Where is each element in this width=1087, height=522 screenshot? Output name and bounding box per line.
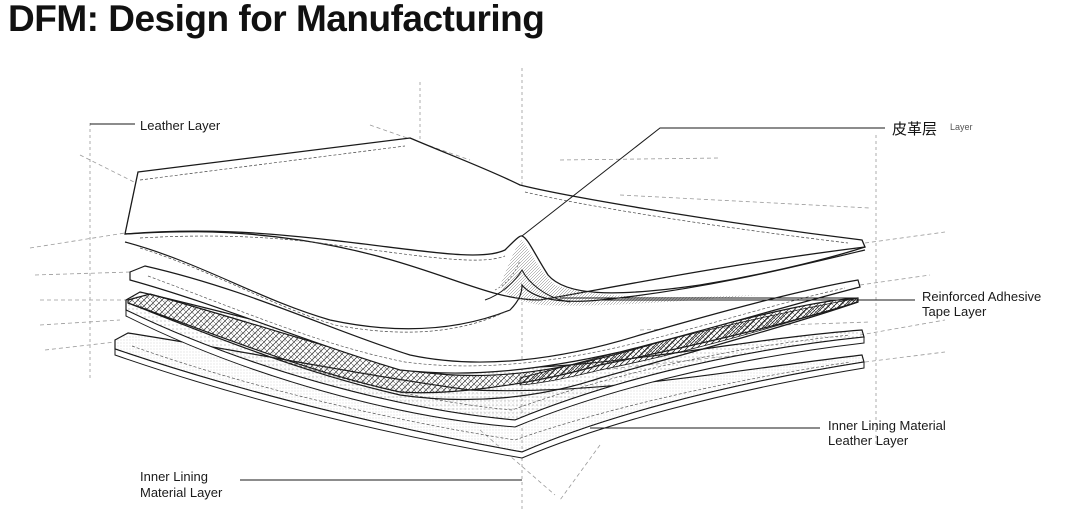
label-leather-layer: Leather Layer bbox=[140, 118, 221, 133]
label-reinforced-line1: Reinforced Adhesive bbox=[922, 289, 1041, 304]
leather-layer-sheet bbox=[124, 137, 866, 333]
label-cn-layer-suffix: Layer bbox=[950, 122, 973, 132]
label-inner-lining-line2: Material Layer bbox=[140, 485, 223, 500]
label-cn-leather-layer: 皮革层 bbox=[892, 120, 937, 138]
label-inner-lining-leather-line1: Inner Lining Material bbox=[828, 418, 946, 433]
leader-lines bbox=[90, 123, 915, 481]
page-title: DFM: Design for Manufacturing bbox=[8, 0, 545, 39]
thin-layer bbox=[129, 265, 861, 374]
reinforced-adhesive-tape-layer bbox=[127, 293, 859, 401]
label-reinforced-line2: Tape Layer bbox=[922, 304, 987, 319]
label-inner-lining-line1: Inner Lining bbox=[140, 469, 208, 484]
label-inner-lining-leather-line2: Leather Layer bbox=[828, 433, 909, 448]
